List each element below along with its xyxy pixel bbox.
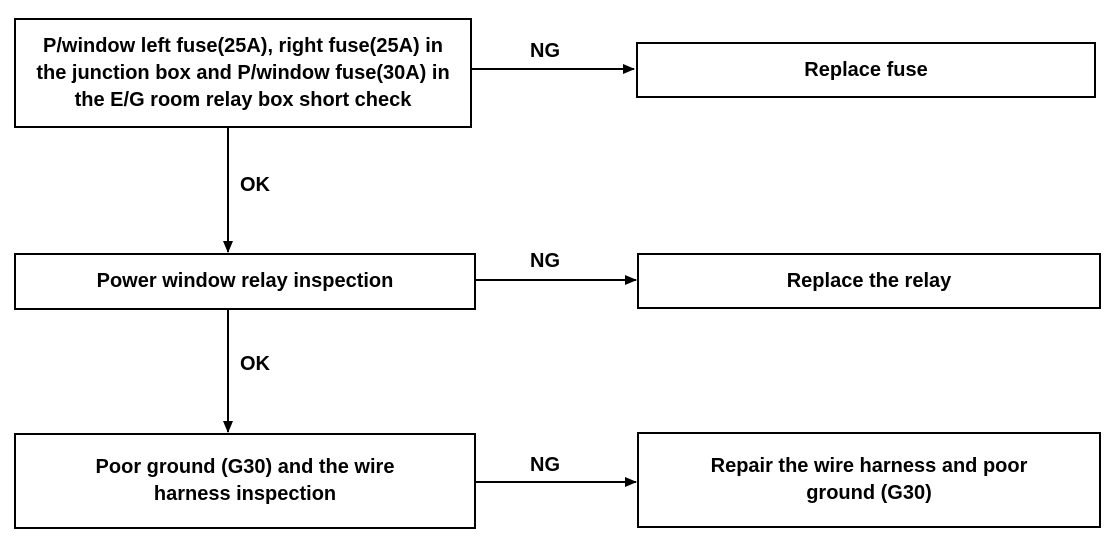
ng-label-3: NG (530, 454, 560, 476)
check-text-fuse-short: P/window left fuse(25A), right fuse(25A)… (36, 34, 450, 111)
check-box-ground-harness: Poor ground (G30) and the wire harness i… (14, 433, 476, 529)
ok-label-2: OK (240, 353, 270, 375)
action-box-repair-harness: Repair the wire harness and poor ground … (637, 432, 1101, 528)
ng-label-2: NG (530, 250, 560, 272)
action-text-replace-fuse: Replace fuse (804, 58, 928, 81)
action-text-repair-harness: Repair the wire harness and poor ground … (710, 455, 1028, 504)
check-box-relay-inspection: Power window relay inspection (14, 253, 476, 310)
action-box-replace-relay: Replace the relay (637, 253, 1101, 309)
action-text-replace-relay: Replace the relay (786, 269, 952, 292)
action-box-replace-fuse: Replace fuse (636, 42, 1096, 98)
ng-label-1: NG (530, 40, 560, 62)
check-text-relay-inspection: Power window relay inspection (96, 270, 394, 292)
check-text-ground-harness: Poor ground (G30) and the wire harness i… (95, 456, 395, 505)
check-box-fuse-short: P/window left fuse(25A), right fuse(25A)… (14, 18, 472, 128)
ok-label-1: OK (240, 174, 270, 196)
